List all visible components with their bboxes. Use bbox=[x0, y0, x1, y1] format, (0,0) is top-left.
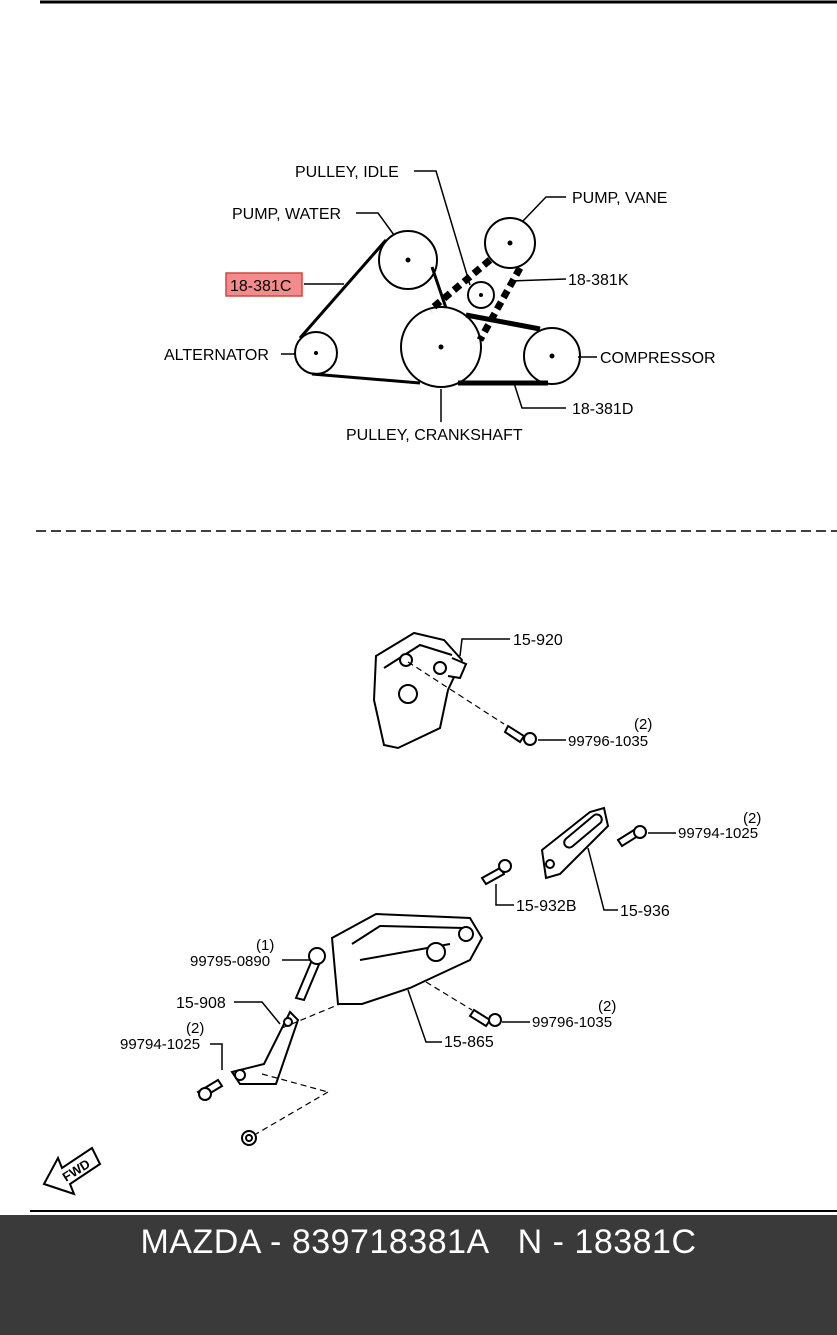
bolt-15-932b bbox=[480, 859, 512, 886]
footer-part-text: MAZDA - 839718381A N - 18381C bbox=[140, 1223, 697, 1261]
bolt-99794-1025-left bbox=[196, 1078, 224, 1101]
label-pump-vane: PUMP, VANE bbox=[572, 190, 667, 207]
belt-routing-diagram: PULLEY, IDLE PUMP, WATER PUMP, VANE 18-3… bbox=[164, 164, 716, 444]
label-18-381d: 18-381D bbox=[572, 401, 633, 418]
label-pump-water: PUMP, WATER bbox=[232, 206, 341, 223]
bolt-99794-1025-right bbox=[616, 825, 647, 848]
belt-18-381k bbox=[427, 257, 524, 342]
label-alternator: ALTERNATOR bbox=[164, 347, 269, 364]
alternator-center bbox=[314, 351, 318, 355]
label-15-920: 15-920 bbox=[513, 632, 563, 649]
part-number-footer: MAZDA - 839718381A N - 18381C bbox=[0, 1215, 837, 1335]
fwd-arrow-icon: FWD bbox=[42, 1146, 102, 1196]
pump-vane-center bbox=[507, 240, 513, 246]
pump-water-center bbox=[405, 257, 411, 263]
bolt-99796-1035-mid bbox=[468, 1008, 502, 1028]
part-15-936-plate bbox=[540, 806, 610, 880]
part-15-908-bracket bbox=[230, 1010, 300, 1085]
label-99796-1035-top: 99796-1035 bbox=[568, 733, 648, 750]
bracket-assembly-diagram bbox=[196, 631, 647, 1146]
label-99796-1035-mid-qty: (2) bbox=[598, 998, 616, 1015]
bolt-99796-1035-top bbox=[503, 724, 537, 746]
label-pulley-idle: PULLEY, IDLE bbox=[295, 164, 399, 181]
highlight-box-18-381c bbox=[225, 272, 303, 297]
belt-leader-lines bbox=[281, 170, 597, 422]
label-99794-1025-right: 99794-1025 bbox=[678, 825, 758, 842]
nut-bottom bbox=[241, 1130, 257, 1146]
label-15-932b: 15-932B bbox=[516, 898, 577, 915]
crankshaft-center bbox=[438, 344, 444, 350]
label-18-381c: 18-381C bbox=[230, 278, 291, 295]
belt-18-381c bbox=[298, 239, 448, 385]
label-pulley-crankshaft: PULLEY, CRANKSHAFT bbox=[346, 427, 523, 444]
compressor-center bbox=[549, 353, 555, 359]
part-15-865-bracket bbox=[330, 912, 484, 1005]
belt-18-381d bbox=[458, 312, 548, 386]
label-99796-1035-mid: 99796-1035 bbox=[532, 1014, 612, 1031]
label-99794-1025-left-qty: (2) bbox=[186, 1020, 204, 1037]
label-18-381k: 18-381K bbox=[568, 272, 629, 289]
label-99796-1035-top-qty: (2) bbox=[634, 716, 652, 733]
bracket-leader-lines bbox=[210, 638, 676, 1070]
label-15-865: 15-865 bbox=[444, 1034, 494, 1051]
label-99794-1025-left: 99794-1025 bbox=[120, 1036, 200, 1053]
label-99795-0890-qty: (1) bbox=[256, 937, 274, 954]
label-15-936: 15-936 bbox=[620, 903, 670, 920]
bracket-labels: 15-920 (2) 99796-1035 (2) 99794-1025 15-… bbox=[120, 632, 761, 1053]
parts-diagram: PULLEY, IDLE PUMP, WATER PUMP, VANE 18-3… bbox=[30, 0, 837, 1212]
label-15-908: 15-908 bbox=[176, 995, 226, 1012]
idle-center bbox=[479, 293, 483, 297]
label-compressor: COMPRESSOR bbox=[600, 350, 716, 367]
part-15-920-bracket bbox=[372, 631, 468, 750]
bolt-99795-0890 bbox=[294, 947, 326, 1002]
assembly-dash-lines bbox=[255, 661, 505, 1135]
label-99795-0890: 99795-0890 bbox=[190, 953, 270, 970]
label-99794-1025-right-qty: (2) bbox=[743, 810, 761, 827]
